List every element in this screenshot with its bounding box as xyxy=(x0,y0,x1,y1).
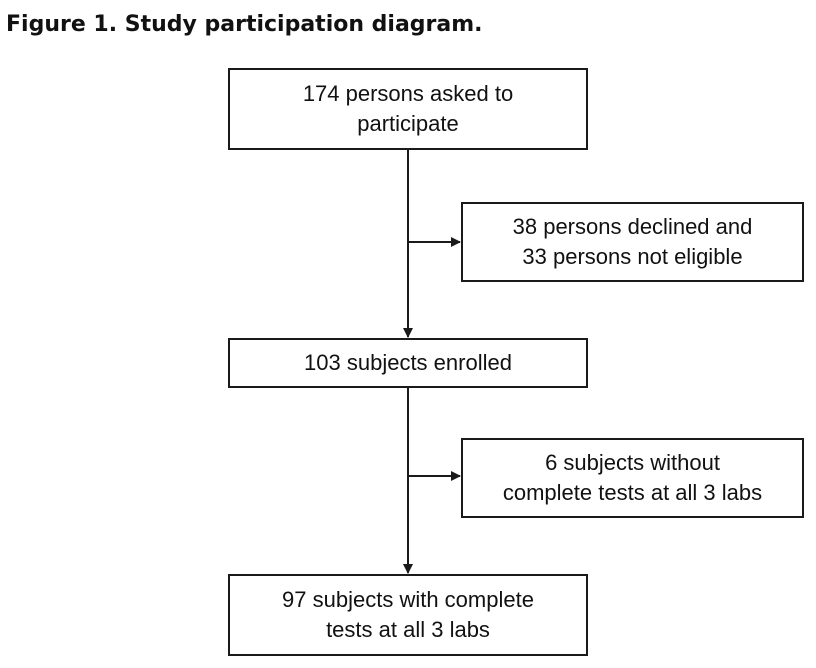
box-declined-line1: 38 persons declined and xyxy=(512,214,753,239)
box-complete-line2: tests at all 3 labs xyxy=(326,617,490,642)
figure-title: Figure 1. Study participation diagram. xyxy=(6,12,483,37)
box-incomplete-line2: complete tests at all 3 labs xyxy=(502,480,763,505)
box-declined-not-eligible: 38 persons declined and 33 persons not e… xyxy=(461,202,804,282)
box-incomplete-tests: 6 subjects without complete tests at all… xyxy=(461,438,804,518)
box-complete-tests: 97 subjects with complete tests at all 3… xyxy=(228,574,588,656)
box-persons-asked-line1: 174 persons asked to xyxy=(302,81,514,106)
box-persons-asked: 174 persons asked to participate xyxy=(228,68,588,150)
box-complete-line1: 97 subjects with complete xyxy=(282,587,534,612)
box-incomplete-line1: 6 subjects without xyxy=(545,450,720,475)
box-declined-line2: 33 persons not eligible xyxy=(522,244,743,269)
box-enrolled-line1: 103 subjects enrolled xyxy=(304,350,512,375)
box-persons-asked-line2: participate xyxy=(357,111,459,136)
box-subjects-enrolled: 103 subjects enrolled xyxy=(228,338,588,388)
